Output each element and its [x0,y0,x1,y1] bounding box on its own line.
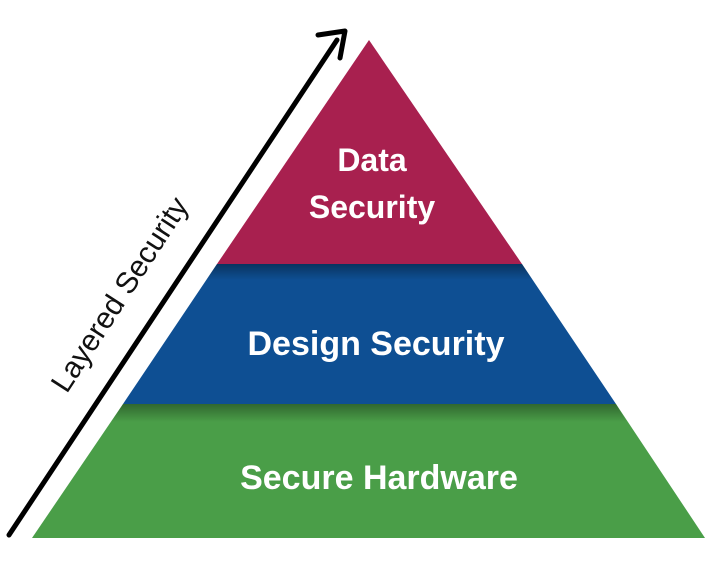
layer-bottom-secure-hardware [32,404,705,538]
layer-bottom-label: Secure Hardware [240,459,518,497]
arrow-head-icon [315,28,348,61]
layer-middle-design-security [123,264,616,404]
layer-shadow-middle [206,264,533,280]
layer-top-data-security [217,40,522,264]
layer-shadow-bottom [111,404,627,422]
layer-top-label-line-1: Data [337,142,407,178]
layered-security-arrow [6,28,348,538]
pyramid [32,40,705,538]
layer-top-label-line-2: Security [309,189,435,225]
layer-middle-label: Design Security [248,325,505,363]
arrow-shaft [6,37,340,538]
